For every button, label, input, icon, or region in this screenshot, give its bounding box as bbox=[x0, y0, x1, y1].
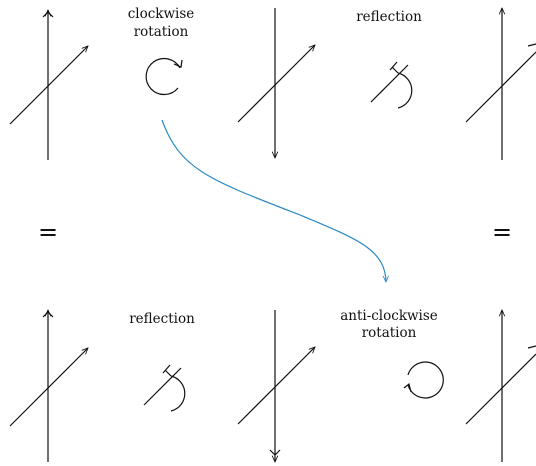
diagonal-axis bbox=[9, 348, 88, 427]
reflection-icon bbox=[370, 61, 413, 109]
top-figure-1 bbox=[9, 10, 88, 160]
diagonal-axis bbox=[237, 45, 315, 123]
equals-sign-right: = bbox=[492, 218, 512, 246]
bottom-figure-3 bbox=[465, 310, 536, 462]
diagonal-axis bbox=[237, 347, 315, 425]
connector-arrow bbox=[161, 119, 386, 282]
top-op1-label-line2: rotation bbox=[134, 24, 189, 40]
clockwise-rotation-icon bbox=[145, 57, 183, 96]
bottom-op2-label-line1: anti-clockwise bbox=[340, 308, 438, 324]
diagonal-axis bbox=[465, 51, 536, 123]
top-op1-label-line1: clockwise bbox=[128, 6, 195, 22]
diagonal-axis bbox=[9, 46, 88, 125]
bottom-figure-2 bbox=[237, 310, 315, 462]
anti-clockwise-rotation-icon bbox=[403, 361, 444, 399]
top-figure-3 bbox=[465, 8, 536, 160]
double-arrow-head bbox=[42, 311, 54, 318]
equals-sign-left: = bbox=[38, 218, 58, 246]
double-arrow-head bbox=[42, 11, 54, 18]
bottom-op2-label-line2: rotation bbox=[362, 325, 417, 341]
top-op2-label: reflection bbox=[356, 9, 422, 25]
top-figure-2 bbox=[237, 8, 315, 158]
reflection-icon bbox=[143, 364, 186, 412]
diagonal-axis bbox=[465, 353, 536, 425]
double-arrow-head bbox=[269, 449, 281, 456]
bottom-figure-1 bbox=[9, 310, 88, 462]
bottom-op1-label: reflection bbox=[129, 311, 195, 327]
